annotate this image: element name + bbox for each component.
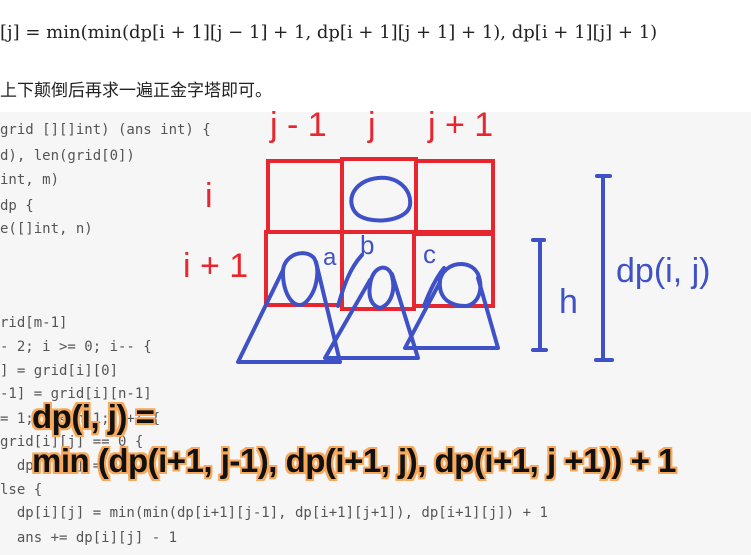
code-line: e([]int, n) [0,221,93,237]
pyramid-sketch [236,174,614,364]
code-block: grid [][]int) (ans int) { d), len(grid[0… [0,112,751,555]
right-pyramid [403,276,500,350]
pyramid-edge [422,266,446,308]
dp-label: dp(i, j) [616,252,710,290]
col-label-j-plus-1: j + 1 [427,106,493,144]
left-circle [280,251,320,307]
row-label-i-plus-1: i + 1 [183,247,248,285]
code-line: grid[i][j] == 0 { [0,434,144,450]
left-pyramid [236,260,342,364]
code-line: dp { [0,198,34,214]
cell-label-b: b [360,230,374,260]
recurrence-formula: [j] = min(min(dp[i + 1][j − 1] + 1, dp[i… [0,22,658,43]
code-line: ans += dp[i][j] - 1 [0,530,178,546]
top-circle [349,175,413,223]
col-label-j: j [367,106,376,144]
cell-label-a: a [323,244,337,271]
cell-label-c: c [423,239,436,269]
code-line: - 2; i >= 0; i-- { [0,339,152,355]
recurrence-line-2: min (dp(i+1, j-1), dp(i+1, j), dp(i+1, j… [32,442,676,479]
col-label-j-minus-1: j - 1 [269,106,327,144]
height-label: h [559,283,578,321]
code-line: grid [][]int) (ans int) { [0,122,211,138]
code-line: lse { [0,482,43,498]
code-line: int, m) [0,172,60,188]
grid-cells [264,157,495,311]
description-text: 上下颠倒后再求一遍正金字塔即可。 [0,81,272,101]
row-label-i: i [205,177,213,215]
code-line: rid[m-1] [0,315,68,331]
right-circle [437,262,483,308]
code-line: ] = grid[i][0] [0,363,119,379]
recurrence-line-1: dp(i, j) = [32,398,155,435]
middle-pyramid [323,272,420,360]
middle-circle [367,265,396,310]
dp-bracket [594,174,614,362]
grid-cell [414,159,495,234]
code-line: = 1; j < n-1; j++ { [0,411,161,427]
code-line: -1] = grid[i][n-1] [0,386,152,402]
pyramid-edge [336,253,364,308]
height-bracket [531,238,548,352]
grid-cell [266,159,344,234]
code-line: dp[i][j] = 0 [0,458,119,474]
code-line: dp[i][j] = min(min(dp[i+1][j-1], dp[i+1]… [0,505,548,521]
code-line: d), len(grid[0]) [0,148,135,164]
